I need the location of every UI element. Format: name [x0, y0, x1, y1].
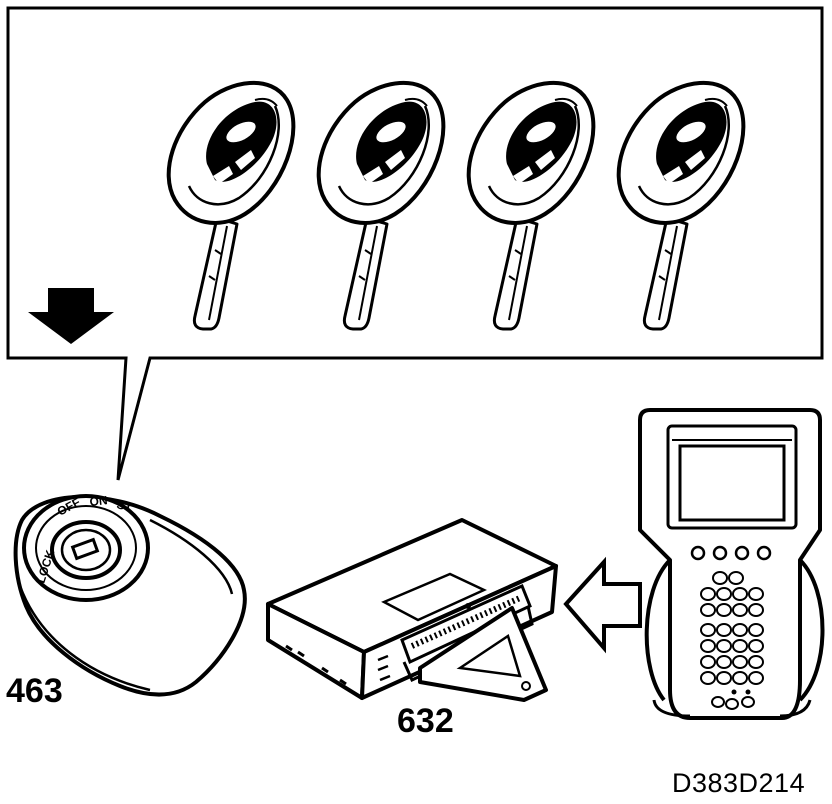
- ignition-switch: LOCK OFF ON ST: [13, 493, 247, 697]
- left-arrow-icon: [563, 556, 642, 654]
- figure-reference: D383D214: [672, 768, 806, 798]
- ignition-switch-number: 463: [6, 672, 63, 710]
- control-module-number: 632: [397, 702, 454, 740]
- position-on-label: ON: [89, 493, 108, 509]
- diagnostic-tester: [638, 408, 825, 720]
- control-module: [266, 518, 558, 702]
- down-arrow-icon: [28, 288, 114, 344]
- position-st-label: ST: [115, 497, 134, 514]
